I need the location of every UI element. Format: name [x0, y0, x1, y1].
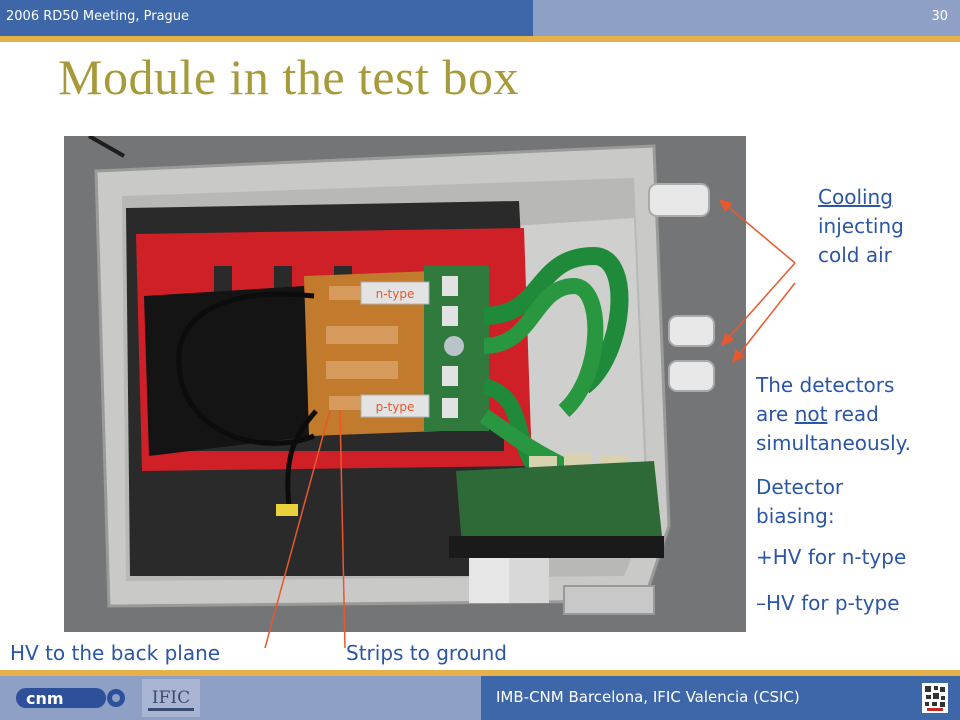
csic-logo: [922, 683, 948, 713]
biasing-line-2: biasing:: [756, 504, 835, 528]
slide-number: 30: [931, 9, 948, 24]
biasing-note: Detector biasing:: [756, 473, 843, 531]
footer-bar-right: [481, 676, 960, 720]
detectors-line-3: simultaneously.: [756, 431, 911, 455]
line-strips: [339, 409, 346, 649]
line-hv-back: [264, 409, 331, 649]
biasing-line-1: Detector: [756, 475, 844, 499]
cnm-logo: cnm: [12, 683, 127, 713]
cooling-line-2: injecting: [818, 214, 904, 238]
footer-text: IMB-CNM Barcelona, IFIC Valencia (CSIC): [496, 688, 800, 706]
detectors-line-2c: read: [827, 402, 879, 426]
hv-n-note: +HV for n-type: [756, 545, 907, 569]
detectors-line-1: The detectors: [756, 373, 895, 397]
footer-rule: [0, 670, 960, 676]
p-type-label: p-type: [376, 400, 415, 414]
module-photo: n-type p-type: [64, 136, 746, 632]
header-bar-left: [0, 0, 533, 36]
cooling-line-3: cold air: [818, 243, 892, 267]
detectors-line-2a: are: [756, 402, 795, 426]
ific-logo: IFIC: [142, 679, 200, 717]
arrow-cooling-1: [718, 199, 796, 264]
hv-back-plane-label: HV to the back plane: [10, 641, 221, 665]
slide-title: Module in the test box: [58, 49, 519, 105]
cooling-word: Cooling: [818, 185, 893, 209]
detectors-note: The detectors are not read simultaneousl…: [756, 371, 911, 458]
arrow-cooling-2: [721, 262, 796, 347]
header-rule: [0, 36, 960, 42]
ific-logo-text: IFIC: [152, 688, 190, 708]
strips-to-ground-label: Strips to ground: [346, 641, 507, 665]
cooling-label: Cooling injecting cold air: [818, 183, 904, 270]
arrow-cooling-3: [732, 282, 796, 364]
hv-p-note: –HV for p-type: [756, 591, 900, 615]
meeting-title: 2006 RD50 Meeting, Prague: [6, 9, 190, 24]
n-type-label: n-type: [376, 287, 415, 301]
detectors-not: not: [794, 402, 828, 426]
cnm-logo-text: cnm: [26, 689, 64, 708]
